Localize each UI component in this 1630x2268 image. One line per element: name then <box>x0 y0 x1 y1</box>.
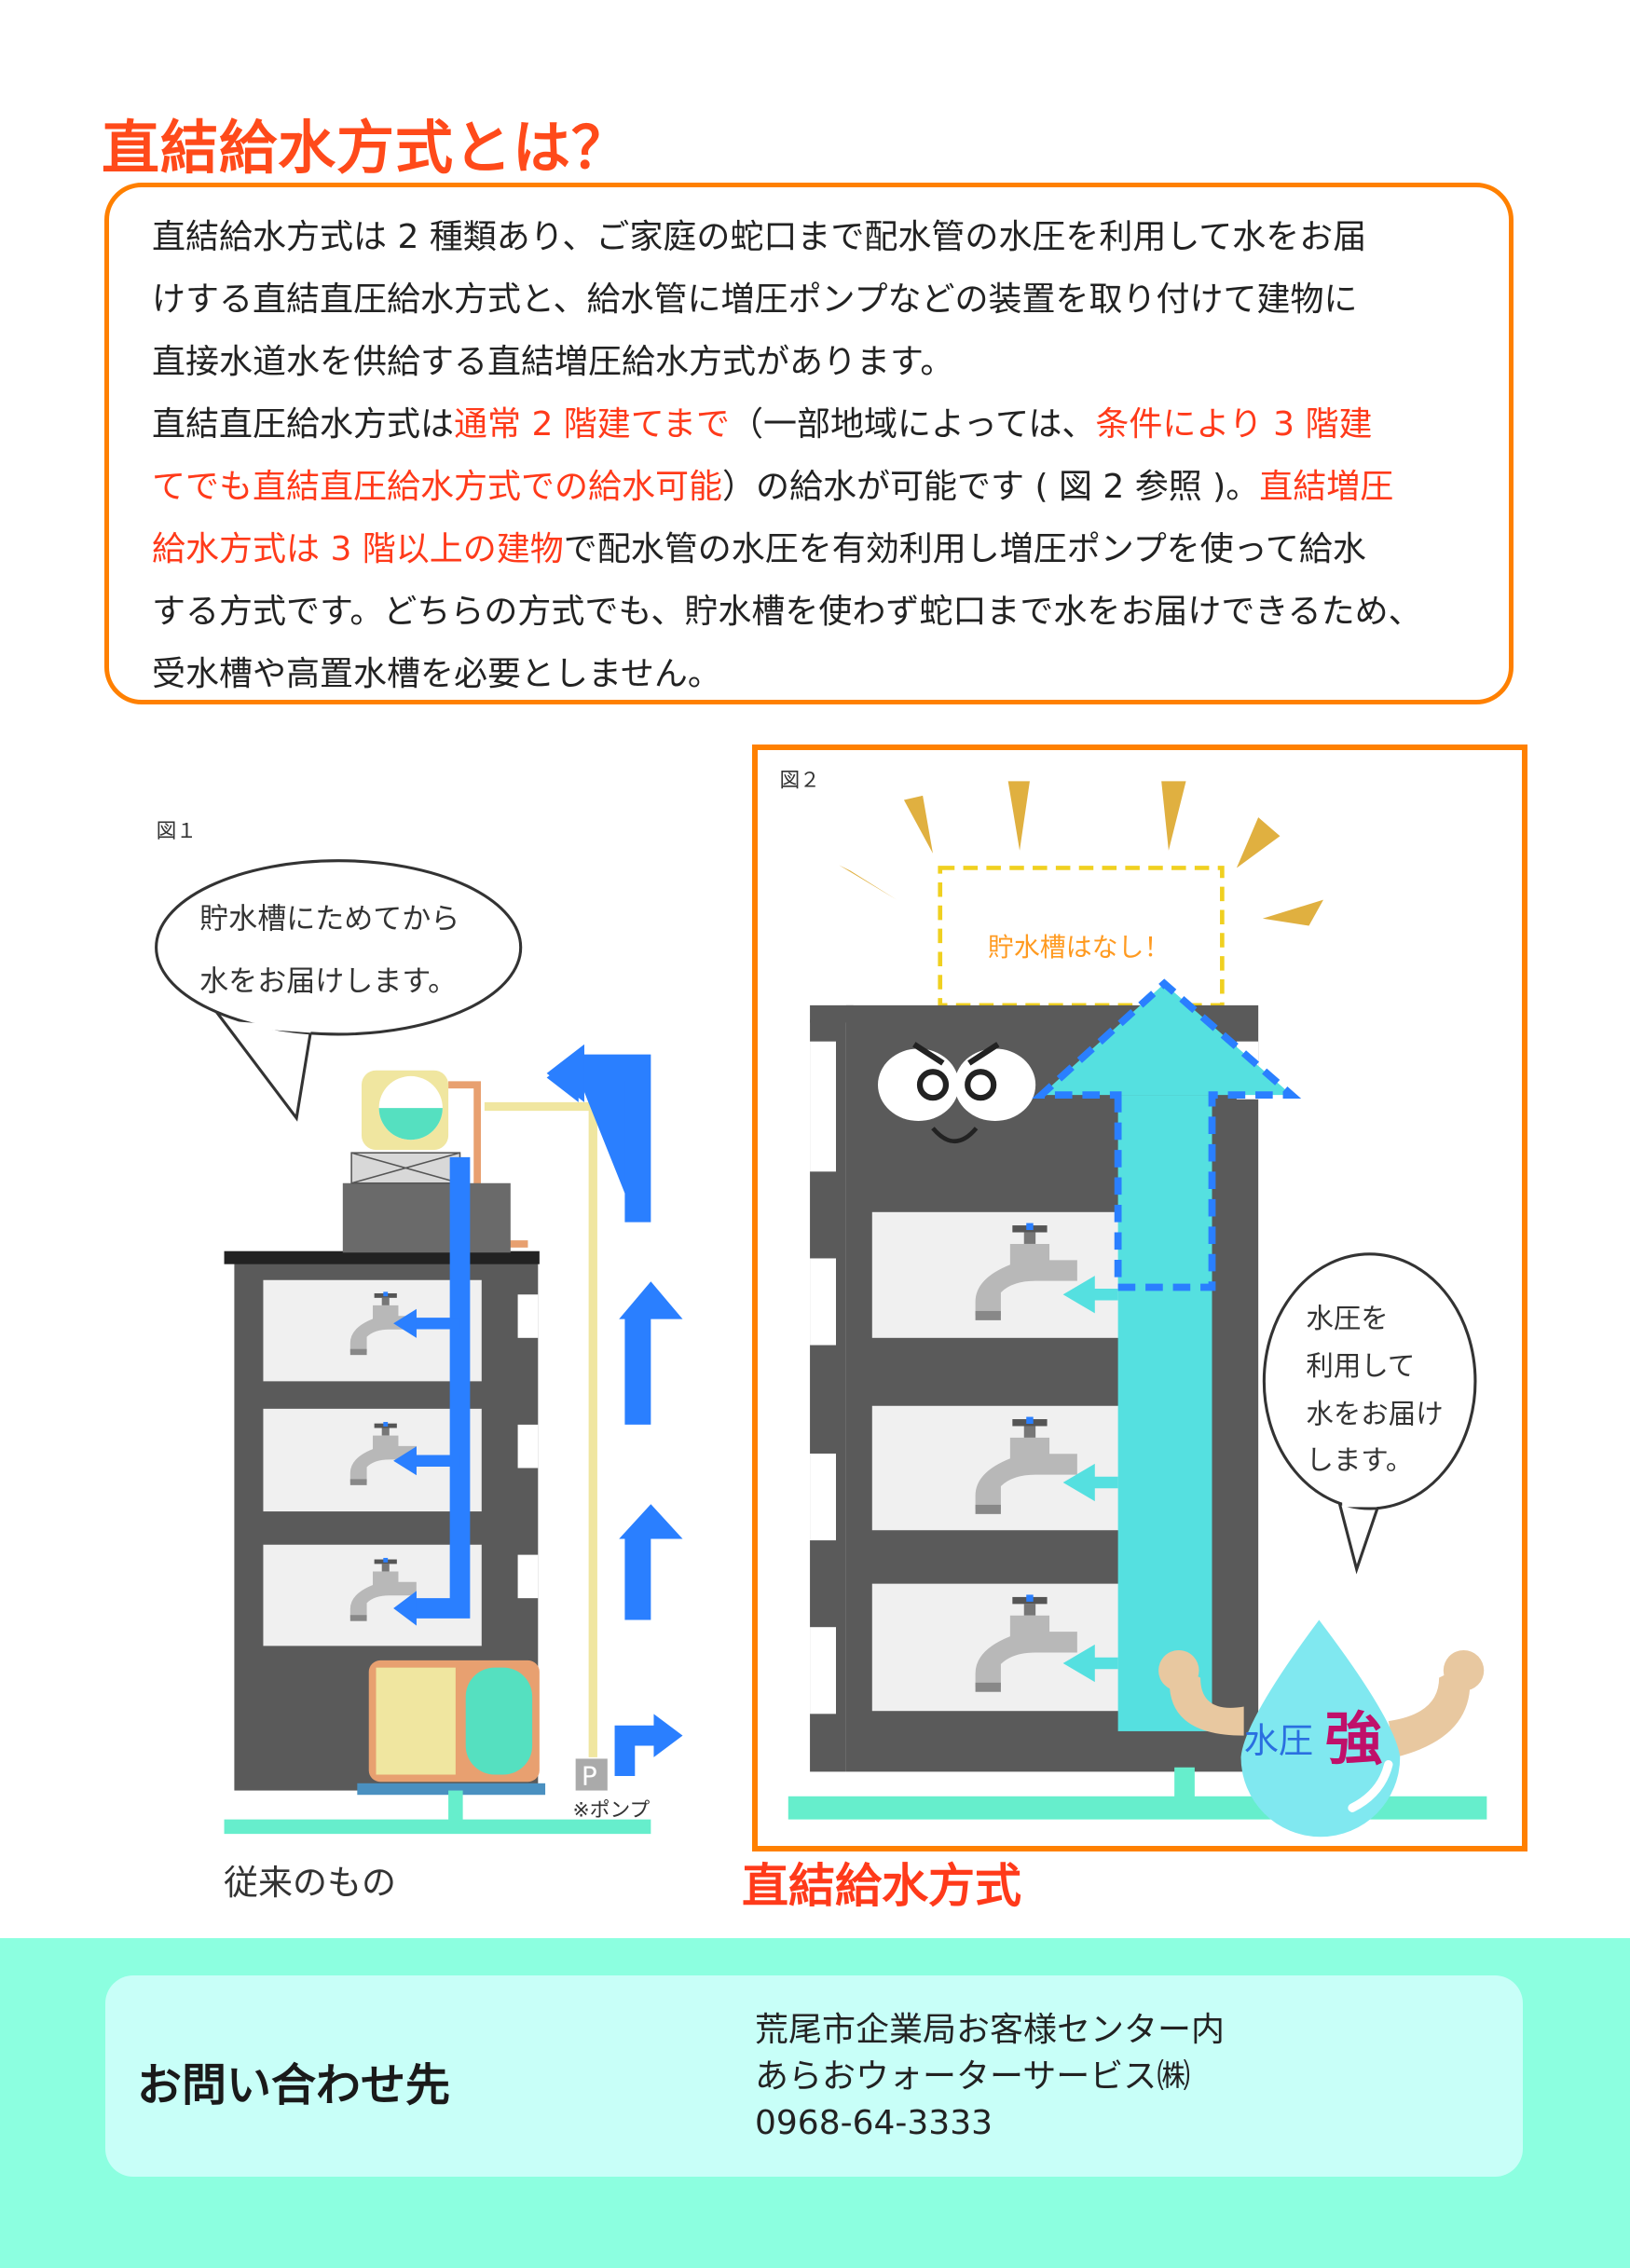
pump-letter: P <box>582 1760 597 1791</box>
highlight-text: 通常 2 階建てまで <box>454 405 731 444</box>
figure2-label: 図２ <box>779 770 819 793</box>
figure1-speech-bubble: 貯水槽にためてから 水をお届けします。 <box>155 859 523 1122</box>
figure2-caption: 直結給水方式 <box>742 1859 1021 1913</box>
intro-line: 給水方式は 3 階以上の建物で配水管の水圧を有効利用し増圧ポンプを使って給水 <box>152 518 1422 581</box>
water-drop-mascot: 水圧 強 <box>1158 1619 1485 1838</box>
face-icon <box>878 1042 1036 1143</box>
sun-rays <box>839 781 1323 926</box>
drop-text-strong: 強 <box>1325 1704 1383 1772</box>
pump-note: ※ポンプ <box>573 1799 651 1823</box>
intro-line: 直接水道水を供給する直結増圧給水方式があります。 <box>152 331 1422 393</box>
text-segment: ）の給水が可能です ( 図 2 参照 )。 <box>722 468 1260 506</box>
drop-text-pressure: 水圧 <box>1244 1720 1313 1761</box>
contact-phone: 0968-64-3333 <box>755 2104 993 2142</box>
intro-line: てでも直結直圧給水方式での給水可能）の給水が可能です ( 図 2 参照 )。直結… <box>152 456 1422 518</box>
text-segment: で配水管の水圧を有効利用し増圧ポンプを使って給水 <box>563 530 1366 568</box>
figure2-speech-bubble: 水圧を 利用して 水をお届け します。 <box>1262 1252 1477 1575</box>
text-segment: 受水槽や高置水槽を必要としません。 <box>152 655 721 693</box>
figure1-label: 図１ <box>157 820 197 843</box>
page-title: 直結給水方式とは？ <box>102 114 631 182</box>
figure1-flow-arrows <box>546 1044 683 1777</box>
text-segment: 直結直圧給水方式は <box>152 405 455 444</box>
intro-line: けする直結直圧給水方式と、給水管に増圧ポンプなどの装置を取り付けて建物に <box>152 268 1422 331</box>
intro-text: 直結給水方式は 2 種類あり、ご家庭の蛇口まで配水管の水圧を利用して水をお届 け… <box>152 206 1422 705</box>
text-segment: けする直結直圧給水方式と、給水管に増圧ポンプなどの装置を取り付けて建物に <box>152 280 1358 319</box>
text-segment: （一部地域によっては、 <box>730 405 1096 444</box>
figure1-building: P ※ポンプ <box>224 1070 651 1835</box>
pump-box <box>575 1758 608 1791</box>
figure1-caption: 従来のもの <box>224 1863 396 1903</box>
text-segment: 直結給水方式は 2 種類あり、ご家庭の蛇口まで配水管の水圧を利用して水をお届 <box>152 218 1367 256</box>
highlight-text: 給水方式は 3 階以上の建物 <box>152 530 564 568</box>
highlight-text: 条件により 3 階建 <box>1095 405 1373 444</box>
contact-company: あらおウォーターサービス㈱ <box>755 2057 1191 2096</box>
no-tank-text: 貯水槽はなし！ <box>988 932 1170 963</box>
intro-line: 受水槽や高置水槽を必要としません。 <box>152 643 1422 705</box>
bubble-text: 水をお届け <box>1306 1398 1443 1429</box>
contact-details: 荒尾市企業局お客様センター内 あらおウォーターサービス㈱ 0968-64-333… <box>755 2007 1225 2147</box>
bubble-text: 水をお届けします。 <box>199 964 457 998</box>
figure2-frame <box>752 745 1527 1851</box>
bubble-text: 水圧を <box>1306 1303 1388 1334</box>
intro-line: する方式です。どちらの方式でも、貯水槽を使わず蛇口まで水をお届けできるため、 <box>152 581 1422 643</box>
text-segment: する方式です。どちらの方式でも、貯水槽を使わず蛇口まで水をお届けできるため、 <box>152 593 1422 631</box>
bubble-text: 貯水槽にためてから <box>199 903 459 936</box>
bubble-text: 利用して <box>1306 1350 1415 1382</box>
intro-box: 直結給水方式は 2 種類あり、ご家庭の蛇口まで配水管の水圧を利用して水をお届 け… <box>104 183 1514 704</box>
contact-title: お問い合わせ先 <box>137 2059 451 2111</box>
highlight-text: てでも直結直圧給水方式での給水可能 <box>152 468 723 506</box>
text-segment: 直接水道水を供給する直結増圧給水方式があります。 <box>152 343 954 381</box>
contact-box: お問い合わせ先 荒尾市企業局お客様センター内 あらおウォーターサービス㈱ 096… <box>105 1975 1523 2177</box>
intro-line: 直結直圧給水方式は通常 2 階建てまで（一部地域によっては、条件により 3 階建 <box>152 393 1422 456</box>
bubble-text: します。 <box>1306 1444 1413 1476</box>
intro-line: 直結給水方式は 2 種類あり、ご家庭の蛇口まで配水管の水圧を利用して水をお届 <box>152 206 1422 268</box>
highlight-text: 直結増圧 <box>1259 468 1394 506</box>
water-pressure-arrow <box>1032 978 1302 1731</box>
contact-org: 荒尾市企業局お客様センター内 <box>755 2011 1226 2049</box>
